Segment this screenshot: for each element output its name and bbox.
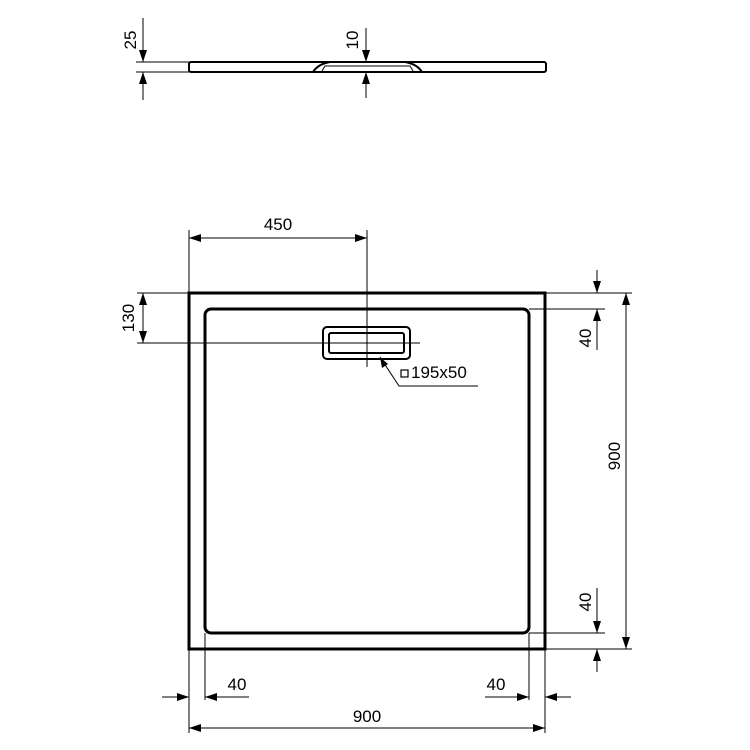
rim-left-label: 40 — [228, 675, 247, 694]
arrow-down-icon — [593, 281, 601, 293]
drain-recess-profile — [312, 61, 423, 73]
arrow-down-icon — [139, 50, 147, 62]
arrow-left-icon — [189, 724, 201, 732]
drain-depth-label: 10 — [343, 31, 362, 50]
drain-offset-y-label: 130 — [119, 304, 138, 332]
thickness-label: 25 — [121, 31, 140, 50]
arrow-left-icon — [189, 234, 201, 242]
square-symbol-icon — [400, 369, 409, 378]
side-view: 25 10 — [121, 18, 547, 100]
arrow-down-icon — [593, 621, 601, 633]
arrow-up-icon — [593, 649, 601, 661]
arrow-down-icon — [622, 637, 630, 649]
arrow-left-icon — [205, 693, 217, 701]
arrow-right-icon — [355, 234, 367, 242]
arrow-up-icon — [362, 72, 370, 84]
overall-depth-label: 900 — [605, 442, 624, 470]
rim-right-label: 40 — [487, 675, 506, 694]
overall-width-label: 900 — [353, 707, 381, 726]
arrow-right-icon — [517, 693, 529, 701]
arrow-right-icon — [177, 693, 189, 701]
arrow-up-icon — [139, 72, 147, 84]
arrow-up-icon — [593, 309, 601, 321]
rim-top-label: 40 — [576, 329, 595, 348]
arrow-up-icon — [622, 293, 630, 305]
arrow-down-icon — [139, 331, 147, 343]
arrow-icon — [380, 357, 388, 368]
drain-recess-inner — [321, 65, 414, 72]
arrow-down-icon — [362, 50, 370, 62]
arrow-left-icon — [545, 693, 557, 701]
arrow-up-icon — [139, 293, 147, 305]
leader-line — [379, 356, 478, 387]
rim-bottom-label: 40 — [576, 593, 595, 612]
drain-size-label: 195x50 — [411, 363, 467, 382]
drain-offset-x-label: 450 — [264, 215, 292, 234]
plan-view: 450 130 195x50 40 900 40 — [119, 215, 632, 733]
tray-profile — [188, 61, 547, 73]
arrow-right-icon — [533, 724, 545, 732]
